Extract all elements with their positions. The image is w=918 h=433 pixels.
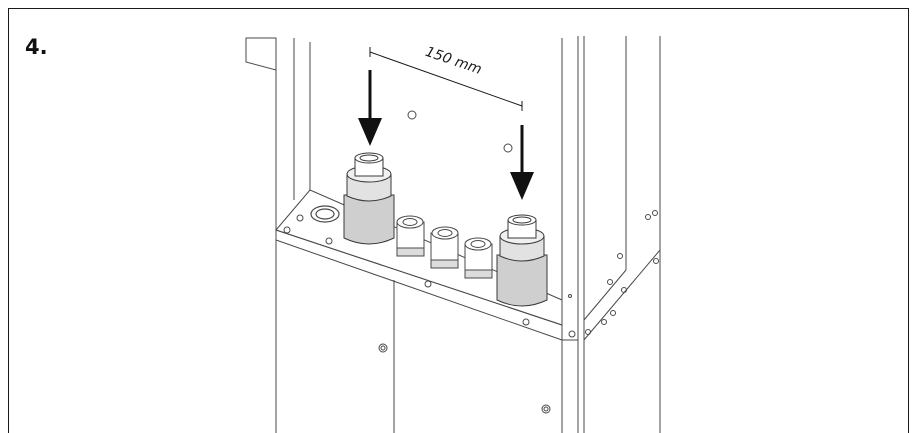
small-glands [396, 215, 493, 279]
screw-icon [424, 280, 432, 288]
cable-gland-icon [464, 237, 493, 279]
screw-icon [283, 226, 291, 234]
screw-icon [378, 343, 388, 353]
screw-icon [568, 330, 576, 338]
cable-gland-icon [396, 215, 425, 257]
panel-bracket-top-left [245, 37, 277, 71]
grommet [310, 205, 340, 223]
arrow-down-icon [510, 125, 534, 200]
arrows [358, 70, 534, 200]
large-fitting-left [343, 152, 395, 245]
step-number: 4. [25, 35, 48, 59]
screw-icon [296, 214, 304, 222]
screw-icon [325, 237, 333, 245]
screw-icon [541, 404, 551, 414]
instruction-frame [8, 8, 909, 433]
large-fitting-right [496, 214, 548, 307]
screw-icon [522, 318, 530, 326]
dimension-line [369, 47, 523, 111]
screw-icon [503, 143, 513, 153]
cable-gland-icon [430, 226, 459, 269]
screw-icon [407, 110, 417, 120]
dimension-label: 150 mm [423, 44, 483, 78]
screws [283, 110, 659, 414]
arrow-down-icon [358, 70, 382, 146]
